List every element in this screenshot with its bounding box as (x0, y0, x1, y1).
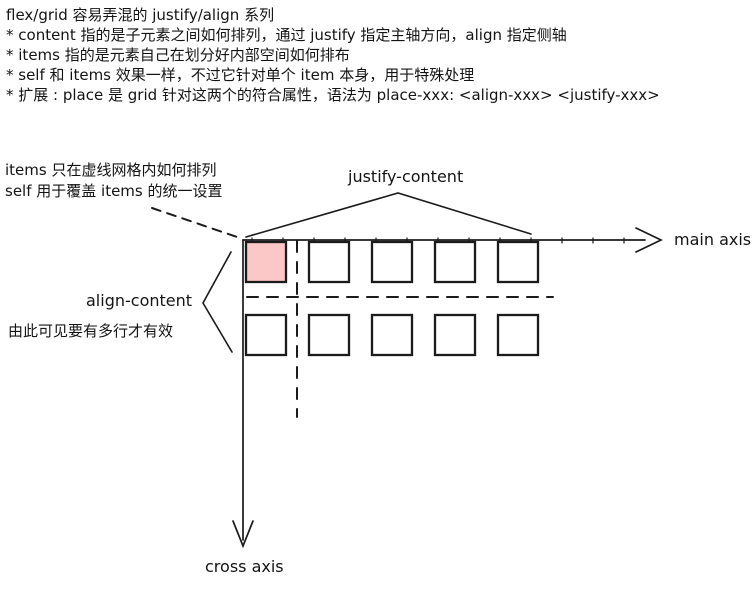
grid-item-square (496, 313, 540, 357)
main-axis-ticks (251, 237, 625, 244)
main-axis-arrowhead (635, 227, 663, 253)
justify-content-label: justify-content (348, 167, 464, 186)
note-self: * self 和 items 效果一样，不过它针对单个 item 本身，用于特殊… (6, 66, 475, 84)
grid-item-square (244, 313, 288, 357)
grid-item-square (370, 240, 414, 284)
cross-axis-label: cross axis (205, 557, 284, 576)
align-content-note: 由此可见要有多行才有效 (8, 322, 174, 340)
cross-axis-arrowhead (232, 520, 254, 549)
grid-item-square (433, 240, 477, 284)
grid-item-square (307, 313, 351, 357)
note-items: * items 指的是元素自己在划分好内部空间如何排布 (6, 46, 350, 64)
grid-item-square (433, 313, 477, 357)
grid-item-square (496, 240, 540, 284)
items-note-line2: self 用于覆盖 items 的统一设置 (5, 182, 223, 200)
note-content: * content 指的是子元素之间如何排列，通过 justify 指定主轴方向… (6, 26, 567, 44)
justify-content-brace (245, 192, 532, 238)
align-content-brace (202, 251, 233, 353)
grid-item-square (370, 313, 414, 357)
items-leader-dashed-line (151, 207, 241, 239)
grid-item-square (307, 240, 351, 284)
items-note-line1: items 只在虚线网格内如何排列 (5, 161, 217, 179)
page-title: flex/grid 容易弄混的 justify/align 系列 (6, 6, 275, 24)
align-content-label: align-content (86, 291, 193, 310)
main-axis-label: main axis (674, 230, 752, 249)
highlighted-grid-item (244, 240, 288, 284)
note-place: * 扩展 : place 是 grid 针对这两个的符合属性，语法为 place… (6, 86, 660, 104)
